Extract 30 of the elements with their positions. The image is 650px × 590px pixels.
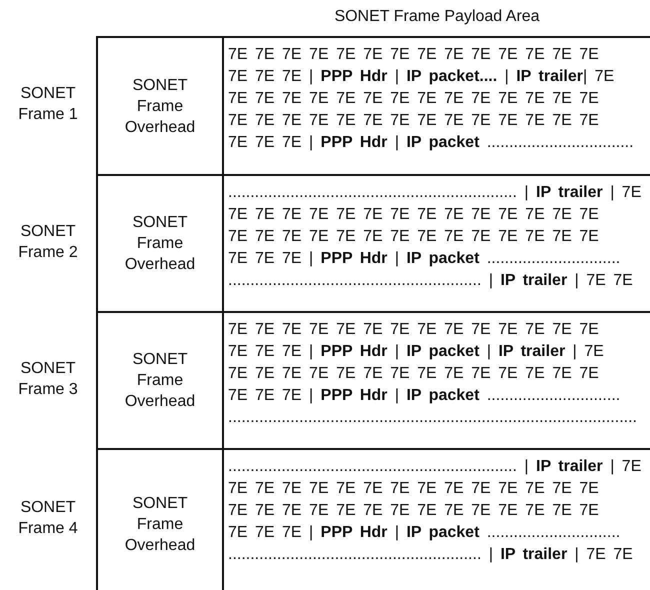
payload-line: 7E 7E 7E 7E 7E 7E 7E 7E 7E 7E 7E 7E 7E 7E	[228, 111, 600, 131]
payload-line: 7E 7E 7E | PPP Hdr | IP packet ..............................	[228, 386, 622, 406]
payload-line: 7E 7E 7E | PPP Hdr | IP packet .................................	[228, 133, 635, 153]
frame-label: SONET Frame 2	[17, 222, 79, 263]
frame-label: SONET Frame 4	[17, 498, 79, 539]
payload-line: 7E 7E 7E 7E 7E 7E 7E 7E 7E 7E 7E 7E 7E 7E	[228, 45, 600, 65]
payload-line: ................................................................. | IP trailer | 7E	[228, 457, 642, 477]
payload-line: 7E 7E 7E 7E 7E 7E 7E 7E 7E 7E 7E 7E 7E 7E	[228, 364, 600, 384]
payload-line: ................................................................. | IP trailer | 7E	[228, 183, 642, 203]
payload-line: 7E 7E 7E | PPP Hdr | IP packet.... | IP trailer| 7E	[228, 67, 616, 87]
payload-line: 7E 7E 7E 7E 7E 7E 7E 7E 7E 7E 7E 7E 7E 7E	[228, 205, 600, 225]
frame-label: SONET Frame 1	[17, 84, 79, 125]
overhead-label: SONET Frame Overhead	[124, 350, 196, 412]
column-heading: SONET Frame Payload Area	[333, 7, 541, 27]
payload-line: 7E 7E 7E 7E 7E 7E 7E 7E 7E 7E 7E 7E 7E 7E	[228, 320, 600, 340]
frame-label: SONET Frame 3	[17, 359, 79, 400]
overhead-label: SONET Frame Overhead	[124, 213, 196, 275]
payload-line: ......................................................... | IP trailer | 7E 7E	[228, 545, 634, 565]
payload-line: 7E 7E 7E | PPP Hdr | IP packet | IP trailer | 7E	[228, 342, 605, 362]
payload-line: 7E 7E 7E | PPP Hdr | IP packet ..............................	[228, 523, 622, 543]
payload-line: 7E 7E 7E 7E 7E 7E 7E 7E 7E 7E 7E 7E 7E 7E	[228, 501, 600, 521]
overhead-label: SONET Frame Overhead	[124, 76, 196, 138]
payload-line: ......................................................... | IP trailer | 7E 7E	[228, 271, 634, 291]
payload-line: ............................................................................................	[228, 408, 638, 428]
overhead-cell	[96, 36, 224, 176]
overhead-label: SONET Frame Overhead	[124, 494, 196, 556]
payload-line: 7E 7E 7E | PPP Hdr | IP packet ..............................	[228, 249, 622, 269]
payload-line: 7E 7E 7E 7E 7E 7E 7E 7E 7E 7E 7E 7E 7E 7E	[228, 479, 600, 499]
payload-line: 7E 7E 7E 7E 7E 7E 7E 7E 7E 7E 7E 7E 7E 7E	[228, 89, 600, 109]
payload-line: 7E 7E 7E 7E 7E 7E 7E 7E 7E 7E 7E 7E 7E 7E	[228, 227, 600, 247]
